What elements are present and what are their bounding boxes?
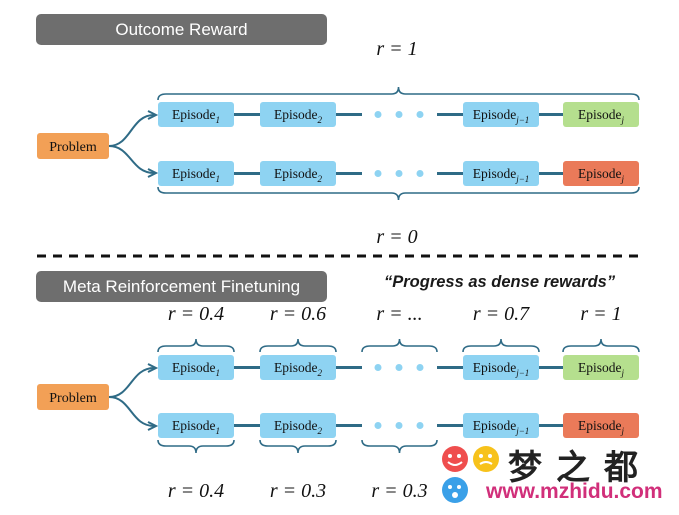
bottom-bottom-reward-label-1: r = 0.4	[168, 480, 224, 502]
bottom-arrowhead-lower	[147, 421, 159, 431]
top-row-success-ellipsis-dot-3	[416, 111, 424, 118]
bottom-arrowhead-upper	[147, 363, 159, 373]
bottom-row-success-episode-1-label: Episode1	[172, 360, 220, 378]
bottom-row-success-ellipsis-dot-1	[374, 364, 382, 371]
top-arrowhead-upper	[147, 110, 159, 120]
bottom-row-failure-episode-4-label: Episodej	[578, 418, 625, 436]
top-problem-node	[37, 133, 109, 159]
top-row-success-episode-2-label: Episode2	[274, 107, 323, 125]
bottom-row-failure-episode-1	[158, 413, 234, 438]
dense-rewards-quote: “Progress as dense rewards”	[384, 273, 616, 291]
bottom-problem-node-label: Problem	[49, 391, 97, 406]
top-arrowhead-lower	[147, 168, 159, 178]
bottom-row-success-ellipsis-dot-2	[395, 364, 403, 371]
top-row-failure-ellipsis-dot-3	[416, 170, 424, 177]
bottom-top-reward-label-1: r = 0.4	[168, 303, 224, 325]
bottom-bottom-reward-label-3: r = 0.3	[371, 480, 427, 502]
top-row-success-episode-4	[563, 102, 639, 127]
bottom-row-success-episode-3-label: Episodej−1	[473, 360, 530, 378]
top-row-failure-episode-2	[260, 161, 336, 186]
top-row-success-episode-2	[260, 102, 336, 127]
bottom-row-failure-episode-2	[260, 413, 336, 438]
top-row-success-episode-3-label: Episodej−1	[473, 107, 530, 125]
bottom-row-failure-episode-1-label: Episode1	[172, 418, 220, 436]
bottom-bottom-brace-2	[259, 439, 337, 454]
top-row-success-episode-3	[463, 102, 539, 127]
bottom-bottom-reward-label-2: r = 0.3	[270, 480, 326, 502]
top-row-failure-episode-1-label: Episode1	[172, 166, 220, 184]
bottom-bottom-brace-1	[157, 439, 235, 454]
top-row-failure-episode-3-label: Episodej−1	[473, 166, 530, 184]
top-branch-lower	[108, 145, 155, 174]
bottom-row-success-episode-2	[260, 355, 336, 380]
bottom-top-brace-1	[157, 338, 235, 353]
top-row-success-ellipsis-dot-1	[374, 111, 382, 118]
bottom-row-failure-ellipsis-dot-2	[395, 422, 403, 429]
top-row-failure-episode-4	[563, 161, 639, 186]
bottom-row-success-episode-4	[563, 355, 639, 380]
bottom-row-failure-episode-4	[563, 413, 639, 438]
top-brace-failure	[157, 186, 640, 201]
bottom-top-reward-label-5: r = 1	[580, 303, 621, 325]
bottom-top-brace-3	[361, 338, 438, 353]
bottom-row-success-episode-2-label: Episode2	[274, 360, 323, 378]
top-row-failure-episode-1	[158, 161, 234, 186]
bottom-top-reward-label-3: r = ...	[376, 303, 422, 325]
top-row-success-episode-4-label: Episodej	[578, 107, 625, 125]
bottom-row-failure-episode-2-label: Episode2	[274, 418, 323, 436]
top-row-success-episode-1	[158, 102, 234, 127]
top-brace-success	[157, 86, 640, 101]
bottom-row-success-episode-4-label: Episodej	[578, 360, 625, 378]
top-reward-success-label: r = 1	[376, 38, 417, 60]
bottom-top-reward-label-2: r = 0.6	[270, 303, 326, 325]
bottom-top-brace-2	[259, 338, 337, 353]
top-row-failure-ellipsis-dot-1	[374, 170, 382, 177]
bottom-row-failure-ellipsis-dot-1	[374, 422, 382, 429]
watermark-logo-icon	[442, 446, 499, 503]
meta-rl-banner: Meta Reinforcement Finetuning	[36, 271, 327, 302]
top-row-success-ellipsis-dot-2	[395, 111, 403, 118]
bottom-row-failure-ellipsis-dot-3	[416, 422, 424, 429]
outcome-reward-banner: Outcome Reward	[36, 14, 327, 45]
top-row-failure-episode-2-label: Episode2	[274, 166, 323, 184]
watermark-url-text: www.mzhidu.com	[486, 480, 663, 503]
bottom-top-brace-4	[462, 338, 540, 353]
bottom-branch-upper	[108, 367, 155, 398]
top-problem-node-label: Problem	[49, 140, 97, 155]
top-branch-upper	[108, 114, 155, 147]
bottom-row-success-episode-3	[463, 355, 539, 380]
top-row-failure-ellipsis-dot-2	[395, 170, 403, 177]
top-row-failure-episode-3	[463, 161, 539, 186]
bottom-problem-node	[37, 384, 109, 410]
bottom-row-failure-episode-3	[463, 413, 539, 438]
bottom-row-failure-episode-3-label: Episodej−1	[473, 418, 530, 436]
top-reward-failure-label: r = 0	[376, 226, 417, 248]
bottom-bottom-brace-3	[361, 439, 438, 454]
watermark-chinese-text: 梦之都	[508, 448, 652, 488]
bottom-branch-lower	[108, 396, 155, 427]
top-row-failure-episode-4-label: Episodej	[578, 166, 625, 184]
watermark: 梦之都 www.mzhidu.com	[440, 440, 676, 506]
bottom-top-brace-5	[562, 338, 640, 353]
bottom-row-success-episode-1	[158, 355, 234, 380]
top-row-success-episode-1-label: Episode1	[172, 107, 220, 125]
bottom-top-reward-label-4: r = 0.7	[473, 303, 530, 325]
bottom-row-success-ellipsis-dot-3	[416, 364, 424, 371]
